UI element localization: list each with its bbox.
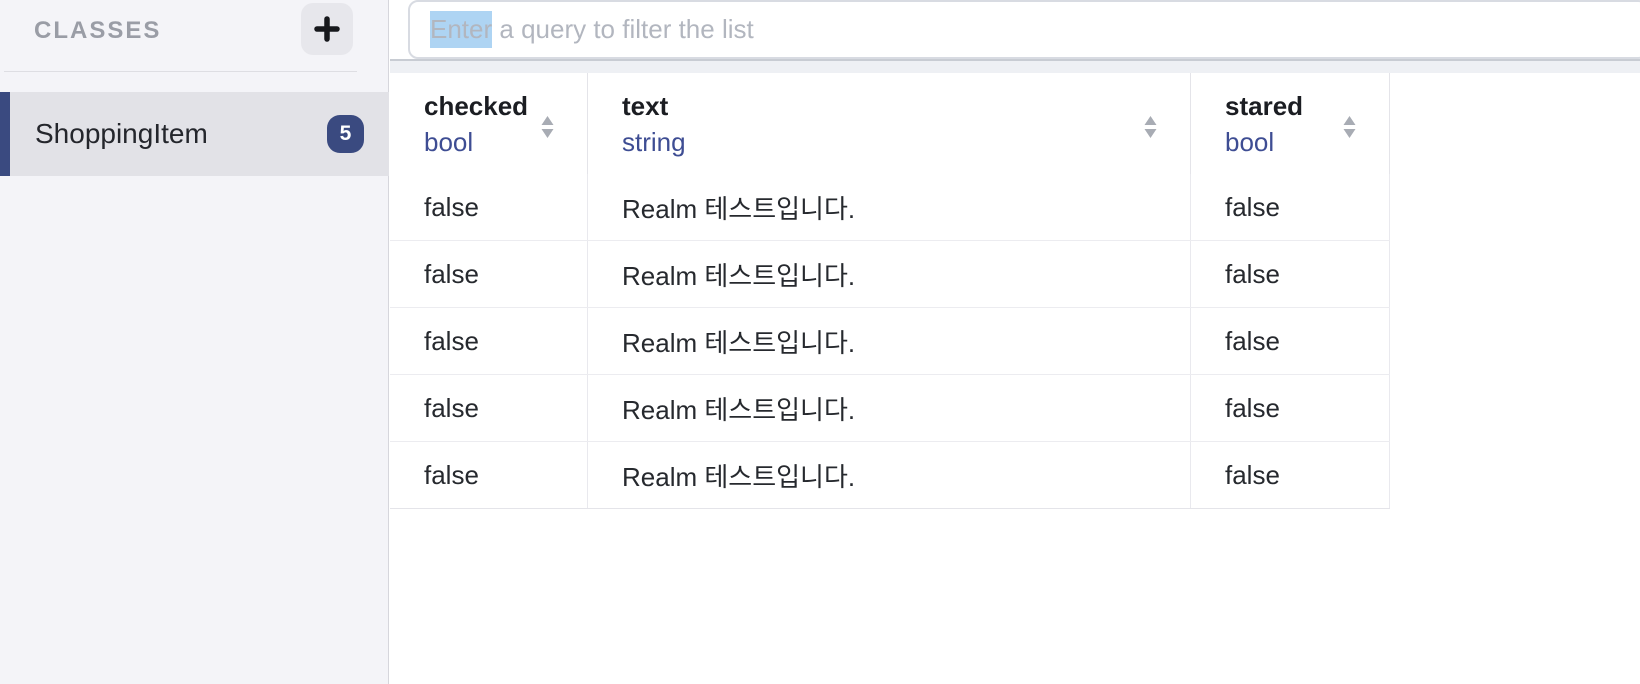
cell-stared[interactable]: false xyxy=(1191,442,1390,508)
sidebar: CLASSES ShoppingItem 5 xyxy=(0,0,389,684)
table-row: false Realm 테스트입니다. false xyxy=(390,375,1390,442)
cell-text[interactable]: Realm 테스트입니다. xyxy=(588,442,1191,508)
column-header-text[interactable]: text string xyxy=(588,73,1191,174)
column-type: bool xyxy=(1225,127,1275,157)
toolbar-separator-strip xyxy=(390,59,1640,73)
table-row: false Realm 테스트입니다. false xyxy=(390,241,1390,308)
placeholder-selected-text: Enter xyxy=(430,11,493,48)
cell-text[interactable]: Realm 테스트입니다. xyxy=(588,375,1191,441)
plus-icon xyxy=(313,15,341,43)
column-type: string xyxy=(622,127,686,157)
cell-checked[interactable]: false xyxy=(390,375,588,441)
classes-header-label: CLASSES xyxy=(34,17,162,44)
add-class-button[interactable] xyxy=(301,3,353,55)
sidebar-item-shoppingitem[interactable]: ShoppingItem 5 xyxy=(0,92,389,176)
cell-checked[interactable]: false xyxy=(390,241,588,307)
cell-stared[interactable]: false xyxy=(1191,174,1390,240)
table-header-row: checked bool text string xyxy=(390,73,1390,174)
cell-stared[interactable]: false xyxy=(1191,375,1390,441)
column-header-checked[interactable]: checked bool xyxy=(390,73,588,174)
sort-icon[interactable] xyxy=(541,116,554,138)
column-name: text xyxy=(622,91,669,121)
table-row: false Realm 테스트입니다. false xyxy=(390,308,1390,375)
column-name: stared xyxy=(1225,91,1304,121)
placeholder-text: a query to filter the list xyxy=(492,14,754,44)
cell-checked[interactable]: false xyxy=(390,174,588,240)
cell-text[interactable]: Realm 테스트입니다. xyxy=(588,308,1191,374)
column-header-stared[interactable]: stared bool xyxy=(1191,73,1390,174)
selected-accent-bar xyxy=(0,92,10,176)
cell-text[interactable]: Realm 테스트입니다. xyxy=(588,241,1191,307)
cell-checked[interactable]: false xyxy=(390,308,588,374)
sort-icon[interactable] xyxy=(1144,116,1157,138)
objects-table: checked bool text string xyxy=(390,73,1390,509)
main-content: Enter a query to filter the list checked… xyxy=(390,0,1640,684)
column-type: bool xyxy=(424,127,474,157)
table-row: false Realm 테스트입니다. false xyxy=(390,174,1390,241)
column-name: checked xyxy=(424,91,529,121)
cell-stared[interactable]: false xyxy=(1191,308,1390,374)
table-body: false Realm 테스트입니다. false false Realm 테스… xyxy=(390,174,1390,509)
object-count-badge: 5 xyxy=(327,115,364,153)
cell-text[interactable]: Realm 테스트입니다. xyxy=(588,174,1191,240)
query-filter-input[interactable]: Enter a query to filter the list xyxy=(408,0,1640,59)
class-name-label: ShoppingItem xyxy=(35,118,208,149)
table-row: false Realm 테스트입니다. false xyxy=(390,442,1390,509)
sort-icon[interactable] xyxy=(1343,116,1356,138)
cell-stared[interactable]: false xyxy=(1191,241,1390,307)
sidebar-divider xyxy=(4,71,357,72)
cell-checked[interactable]: false xyxy=(390,442,588,508)
